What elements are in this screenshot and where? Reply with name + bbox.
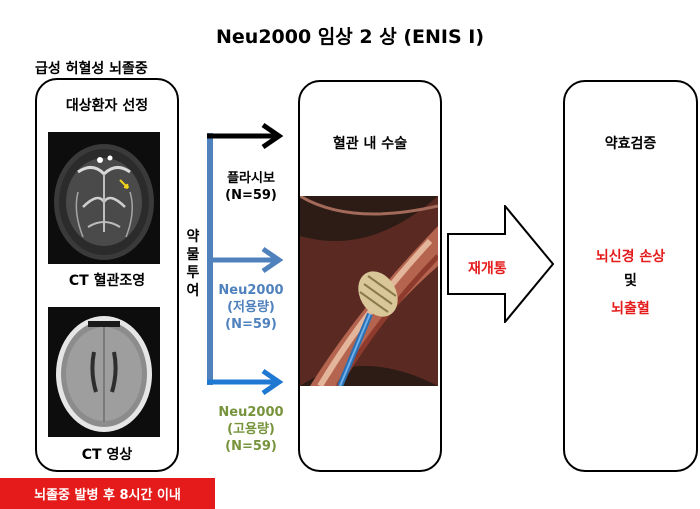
- ct-scan-caption: CT 영상: [81, 447, 133, 463]
- ct-angiography-caption: CT 혈관조영: [68, 273, 146, 289]
- placebo-arrowhead: [261, 122, 284, 150]
- drug-administration-label: 약 물 투 여: [184, 228, 202, 300]
- arm-low-dose-name: Neu2000: [218, 283, 284, 298]
- recanalization-arrow: [447, 205, 555, 323]
- arm-low-dose: Neu2000 (저용량) (N=59): [212, 282, 290, 333]
- thrombectomy-illustration: [300, 196, 438, 386]
- arm-placebo-n: (N=59): [225, 188, 277, 203]
- drug-admin-char: 약: [186, 229, 200, 245]
- high-dose-arrowhead: [261, 368, 284, 395]
- arm-high-dose-n: (N=59): [225, 439, 277, 454]
- outcome-neuro-damage: 뇌신경 손상: [595, 249, 666, 265]
- drug-admin-char: 여: [186, 283, 200, 299]
- outcome-conjunction: 및: [624, 273, 637, 289]
- outcome-hemorrhage: 뇌출혈: [611, 301, 650, 317]
- stroke-type-label: 급성 허혈성 뇌졸중: [35, 61, 148, 77]
- arm-low-dose-n: (N=59): [225, 317, 277, 332]
- ct-scan-graphic: [48, 307, 160, 437]
- low-dose-arrowhead: [261, 246, 284, 274]
- ct-angiography-graphic: [48, 132, 160, 264]
- arm-high-dose-name: Neu2000: [218, 405, 284, 420]
- thrombectomy-graphic: [300, 196, 438, 386]
- recanalization-label: 재개통: [468, 261, 507, 277]
- ct-scan-image: [48, 307, 160, 437]
- arm-placebo-name: 플라시보: [227, 171, 275, 186]
- diagram-title: Neu2000 임상 2 상 (ENIS I): [216, 26, 484, 48]
- drug-admin-char: 투: [186, 265, 200, 281]
- efficacy-label: 약효검증: [604, 136, 657, 152]
- arm-low-dose-dose: (저용량): [227, 300, 275, 315]
- drug-arms-arrows: [207, 122, 284, 395]
- drug-admin-char: 물: [186, 247, 200, 263]
- ct-angiography-image: [48, 132, 160, 264]
- efficacy-panel: [563, 80, 698, 472]
- arm-high-dose: Neu2000 (고용량) (N=59): [212, 404, 290, 455]
- patient-selection-label: 대상환자 선정: [65, 98, 149, 114]
- arm-high-dose-dose: (고용량): [227, 422, 275, 437]
- recanalization-arrow-shape: [447, 205, 555, 323]
- endovascular-surgery-label: 혈관 내 수술: [332, 136, 408, 152]
- time-window-banner: 뇌졸중 발병 후 8시간 이내: [0, 478, 215, 509]
- arm-placebo: 플라시보 (N=59): [214, 170, 288, 204]
